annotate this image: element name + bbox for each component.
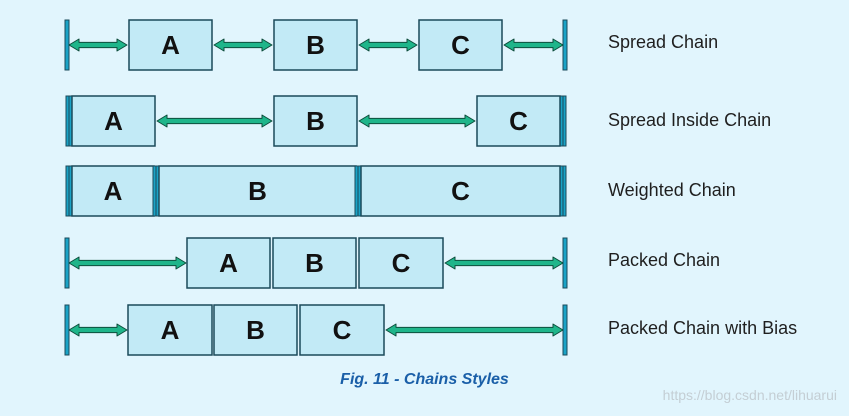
watermark: https://blog.csdn.net/lihuarui bbox=[662, 387, 837, 403]
row-label-spread: Spread Chain bbox=[608, 32, 719, 52]
widget-b bbox=[158, 165, 357, 217]
left-wall bbox=[64, 19, 70, 71]
right-wall bbox=[562, 19, 568, 71]
widget-b-label: B bbox=[305, 248, 324, 278]
spacing-arrow bbox=[503, 38, 564, 52]
widget-a bbox=[71, 165, 155, 217]
spacing-arrow bbox=[358, 38, 418, 52]
spacing-arrow bbox=[68, 323, 128, 337]
widget-c-label: C bbox=[451, 30, 470, 60]
row-label-weighted: Weighted Chain bbox=[608, 180, 736, 200]
widget-c-label: C bbox=[392, 248, 411, 278]
widget-a-label: A bbox=[104, 106, 123, 136]
widget-a bbox=[127, 304, 213, 356]
widget-b bbox=[273, 95, 358, 147]
widget-b bbox=[272, 237, 357, 289]
widget-c bbox=[360, 165, 561, 217]
widget-a-label: A bbox=[161, 315, 180, 345]
widget-c bbox=[358, 237, 444, 289]
widget-b-label: B bbox=[246, 315, 265, 345]
widget-c-label: C bbox=[451, 176, 470, 206]
figure-caption: Fig. 11 - Chains Styles bbox=[340, 371, 509, 388]
widget-a-label: A bbox=[104, 176, 123, 206]
widget-c bbox=[418, 19, 503, 71]
widget-a bbox=[186, 237, 271, 289]
spacing-arrow bbox=[444, 256, 564, 270]
widget-c-label: C bbox=[509, 106, 528, 136]
widget-b-label: B bbox=[306, 30, 325, 60]
right-wall bbox=[562, 304, 568, 356]
widget-a bbox=[128, 19, 213, 71]
spacing-arrow bbox=[68, 256, 187, 270]
row-label-packed-bias: Packed Chain with Bias bbox=[608, 318, 798, 338]
spacing-arrow bbox=[358, 114, 476, 128]
widget-a bbox=[71, 95, 156, 147]
widget-b-label: B bbox=[248, 176, 267, 206]
left-wall bbox=[64, 237, 70, 289]
widget-b bbox=[213, 304, 298, 356]
widget-b bbox=[273, 19, 358, 71]
left-wall bbox=[64, 304, 70, 356]
widget-c bbox=[476, 95, 561, 147]
spacing-arrow bbox=[213, 38, 273, 52]
widget-c bbox=[299, 304, 385, 356]
widget-a-label: A bbox=[161, 30, 180, 60]
spacing-arrow bbox=[385, 323, 564, 337]
widget-b-label: B bbox=[306, 106, 325, 136]
row-label-packed: Packed Chain bbox=[608, 250, 721, 270]
widget-c-label: C bbox=[333, 315, 352, 345]
spacing-arrow bbox=[156, 114, 273, 128]
spacing-arrow bbox=[68, 38, 128, 52]
widget-a-label: A bbox=[219, 248, 238, 278]
row-label-spread-inside: Spread Inside Chain bbox=[608, 110, 772, 130]
right-wall bbox=[562, 237, 568, 289]
